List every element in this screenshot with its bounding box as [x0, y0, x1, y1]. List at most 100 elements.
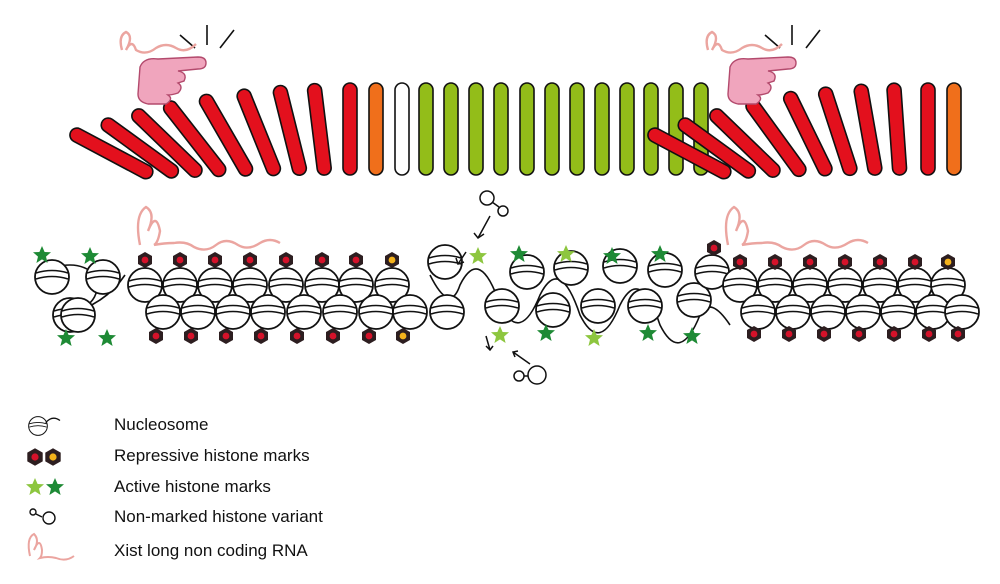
- histone-variant-icon: [29, 508, 56, 525]
- legend-label: Non-marked histone variant: [114, 507, 323, 526]
- repressive-mark: [138, 252, 152, 268]
- repressive-mark: [747, 326, 761, 342]
- nucleosome-icon: [28, 416, 61, 436]
- domino-repressive: [198, 93, 254, 177]
- repressive-mark: [733, 254, 747, 270]
- burst-lines-icon: [179, 25, 821, 49]
- domino-repressive: [272, 84, 308, 177]
- domino-repressive: [677, 117, 757, 179]
- active-mark: [98, 329, 116, 346]
- chromatin-fiber: [33, 240, 980, 346]
- legend-label: Xist long non coding RNA: [114, 541, 308, 560]
- repressive-mark: [149, 328, 163, 344]
- nucleosome: [60, 297, 96, 333]
- repressive-mark: [315, 252, 329, 268]
- domino-repressive: [853, 83, 883, 176]
- histone-exchange-arrows: [455, 190, 547, 385]
- nucleosome: [944, 294, 980, 330]
- pointing-hand-icon: [727, 56, 797, 105]
- legend-item-active-marks: Active histone marks: [26, 473, 446, 503]
- nucleosome: [250, 294, 286, 330]
- nucleosome: [810, 294, 846, 330]
- repressive-mark: [852, 326, 866, 342]
- repressive-mark: [803, 254, 817, 270]
- domino-repressive: [342, 82, 358, 176]
- nucleosome: [215, 294, 251, 330]
- repressive-mark: [362, 328, 376, 344]
- repressive-mark: [243, 252, 257, 268]
- legend-label: Nucleosome: [114, 415, 209, 434]
- pointing-hand-icon: [137, 56, 207, 105]
- legend-label: Repressive histone marks: [114, 446, 310, 465]
- nucleosome: [180, 294, 216, 330]
- nucleosome: [484, 288, 520, 324]
- nucleosome: [358, 294, 394, 330]
- nucleosome: [34, 259, 70, 295]
- legend-item-repressive-marks: Repressive histone marks: [26, 442, 446, 472]
- nucleosome: [845, 294, 881, 330]
- repressive-mark: [782, 326, 796, 342]
- nucleosome: [322, 294, 358, 330]
- domino-repressive: [306, 82, 332, 176]
- active-mark: [469, 247, 487, 264]
- repressive-mark: [290, 328, 304, 344]
- domino-repressive: [236, 88, 282, 177]
- repressive-mark: [887, 326, 901, 342]
- domino-repressive: [817, 86, 858, 177]
- nucleosome: [775, 294, 811, 330]
- nucleosome: [553, 250, 589, 286]
- domino-active: [468, 82, 484, 176]
- xist-rna-icon: [27, 532, 75, 561]
- repressive-mark: [208, 252, 222, 268]
- domino-active: [443, 82, 459, 176]
- xist-rna-icon: [119, 30, 869, 251]
- repressive-mark: [838, 254, 852, 270]
- nucleosome: [627, 288, 663, 324]
- domino-active: [544, 82, 560, 176]
- repressive-mark: [173, 252, 187, 268]
- legend: [26, 416, 75, 561]
- active-mark: [639, 324, 657, 341]
- legend-item-xist-rna: Xist long non coding RNA: [26, 537, 446, 567]
- nucleosome: [647, 252, 683, 288]
- nucleosome: [535, 292, 571, 328]
- nucleosome: [740, 294, 776, 330]
- domino-active: [519, 82, 535, 176]
- repressive-mark: [951, 326, 965, 342]
- legend-item-nucleosome: Nucleosome: [26, 411, 446, 441]
- repressive-mark: [254, 328, 268, 344]
- domino-boundary: [368, 82, 384, 176]
- repressive-mark: [279, 252, 293, 268]
- repressive-mark: [184, 328, 198, 344]
- repressive-mark: [941, 254, 955, 270]
- domino-repressive: [647, 127, 732, 180]
- legend-item-histone-variant: Non-marked histone variant: [26, 503, 446, 533]
- repressive-mark-icon: [27, 448, 61, 466]
- nucleosome: [392, 294, 428, 330]
- active-mark: [683, 327, 701, 344]
- domino-repressive: [131, 108, 203, 178]
- nucleosome: [85, 259, 121, 295]
- domino-boundary: [946, 82, 962, 176]
- domino-active: [493, 82, 509, 176]
- nucleosome: [286, 294, 322, 330]
- legend-label: Active histone marks: [114, 477, 271, 496]
- domino-neutral: [394, 82, 410, 176]
- domino-active: [619, 82, 635, 176]
- domino-active: [418, 82, 434, 176]
- domino-active: [594, 82, 610, 176]
- domino-repressive: [920, 82, 936, 176]
- nucleosome: [880, 294, 916, 330]
- domino-repressive: [886, 82, 908, 176]
- nucleosome: [145, 294, 181, 330]
- repressive-mark: [385, 252, 399, 268]
- repressive-mark: [768, 254, 782, 270]
- repressive-mark: [873, 254, 887, 270]
- linker-dna: [34, 264, 731, 344]
- repressive-mark: [396, 328, 410, 344]
- repressive-mark: [922, 326, 936, 342]
- domino-chain: [69, 82, 962, 180]
- repressive-mark: [349, 252, 363, 268]
- repressive-mark: [219, 328, 233, 344]
- repressive-mark: [908, 254, 922, 270]
